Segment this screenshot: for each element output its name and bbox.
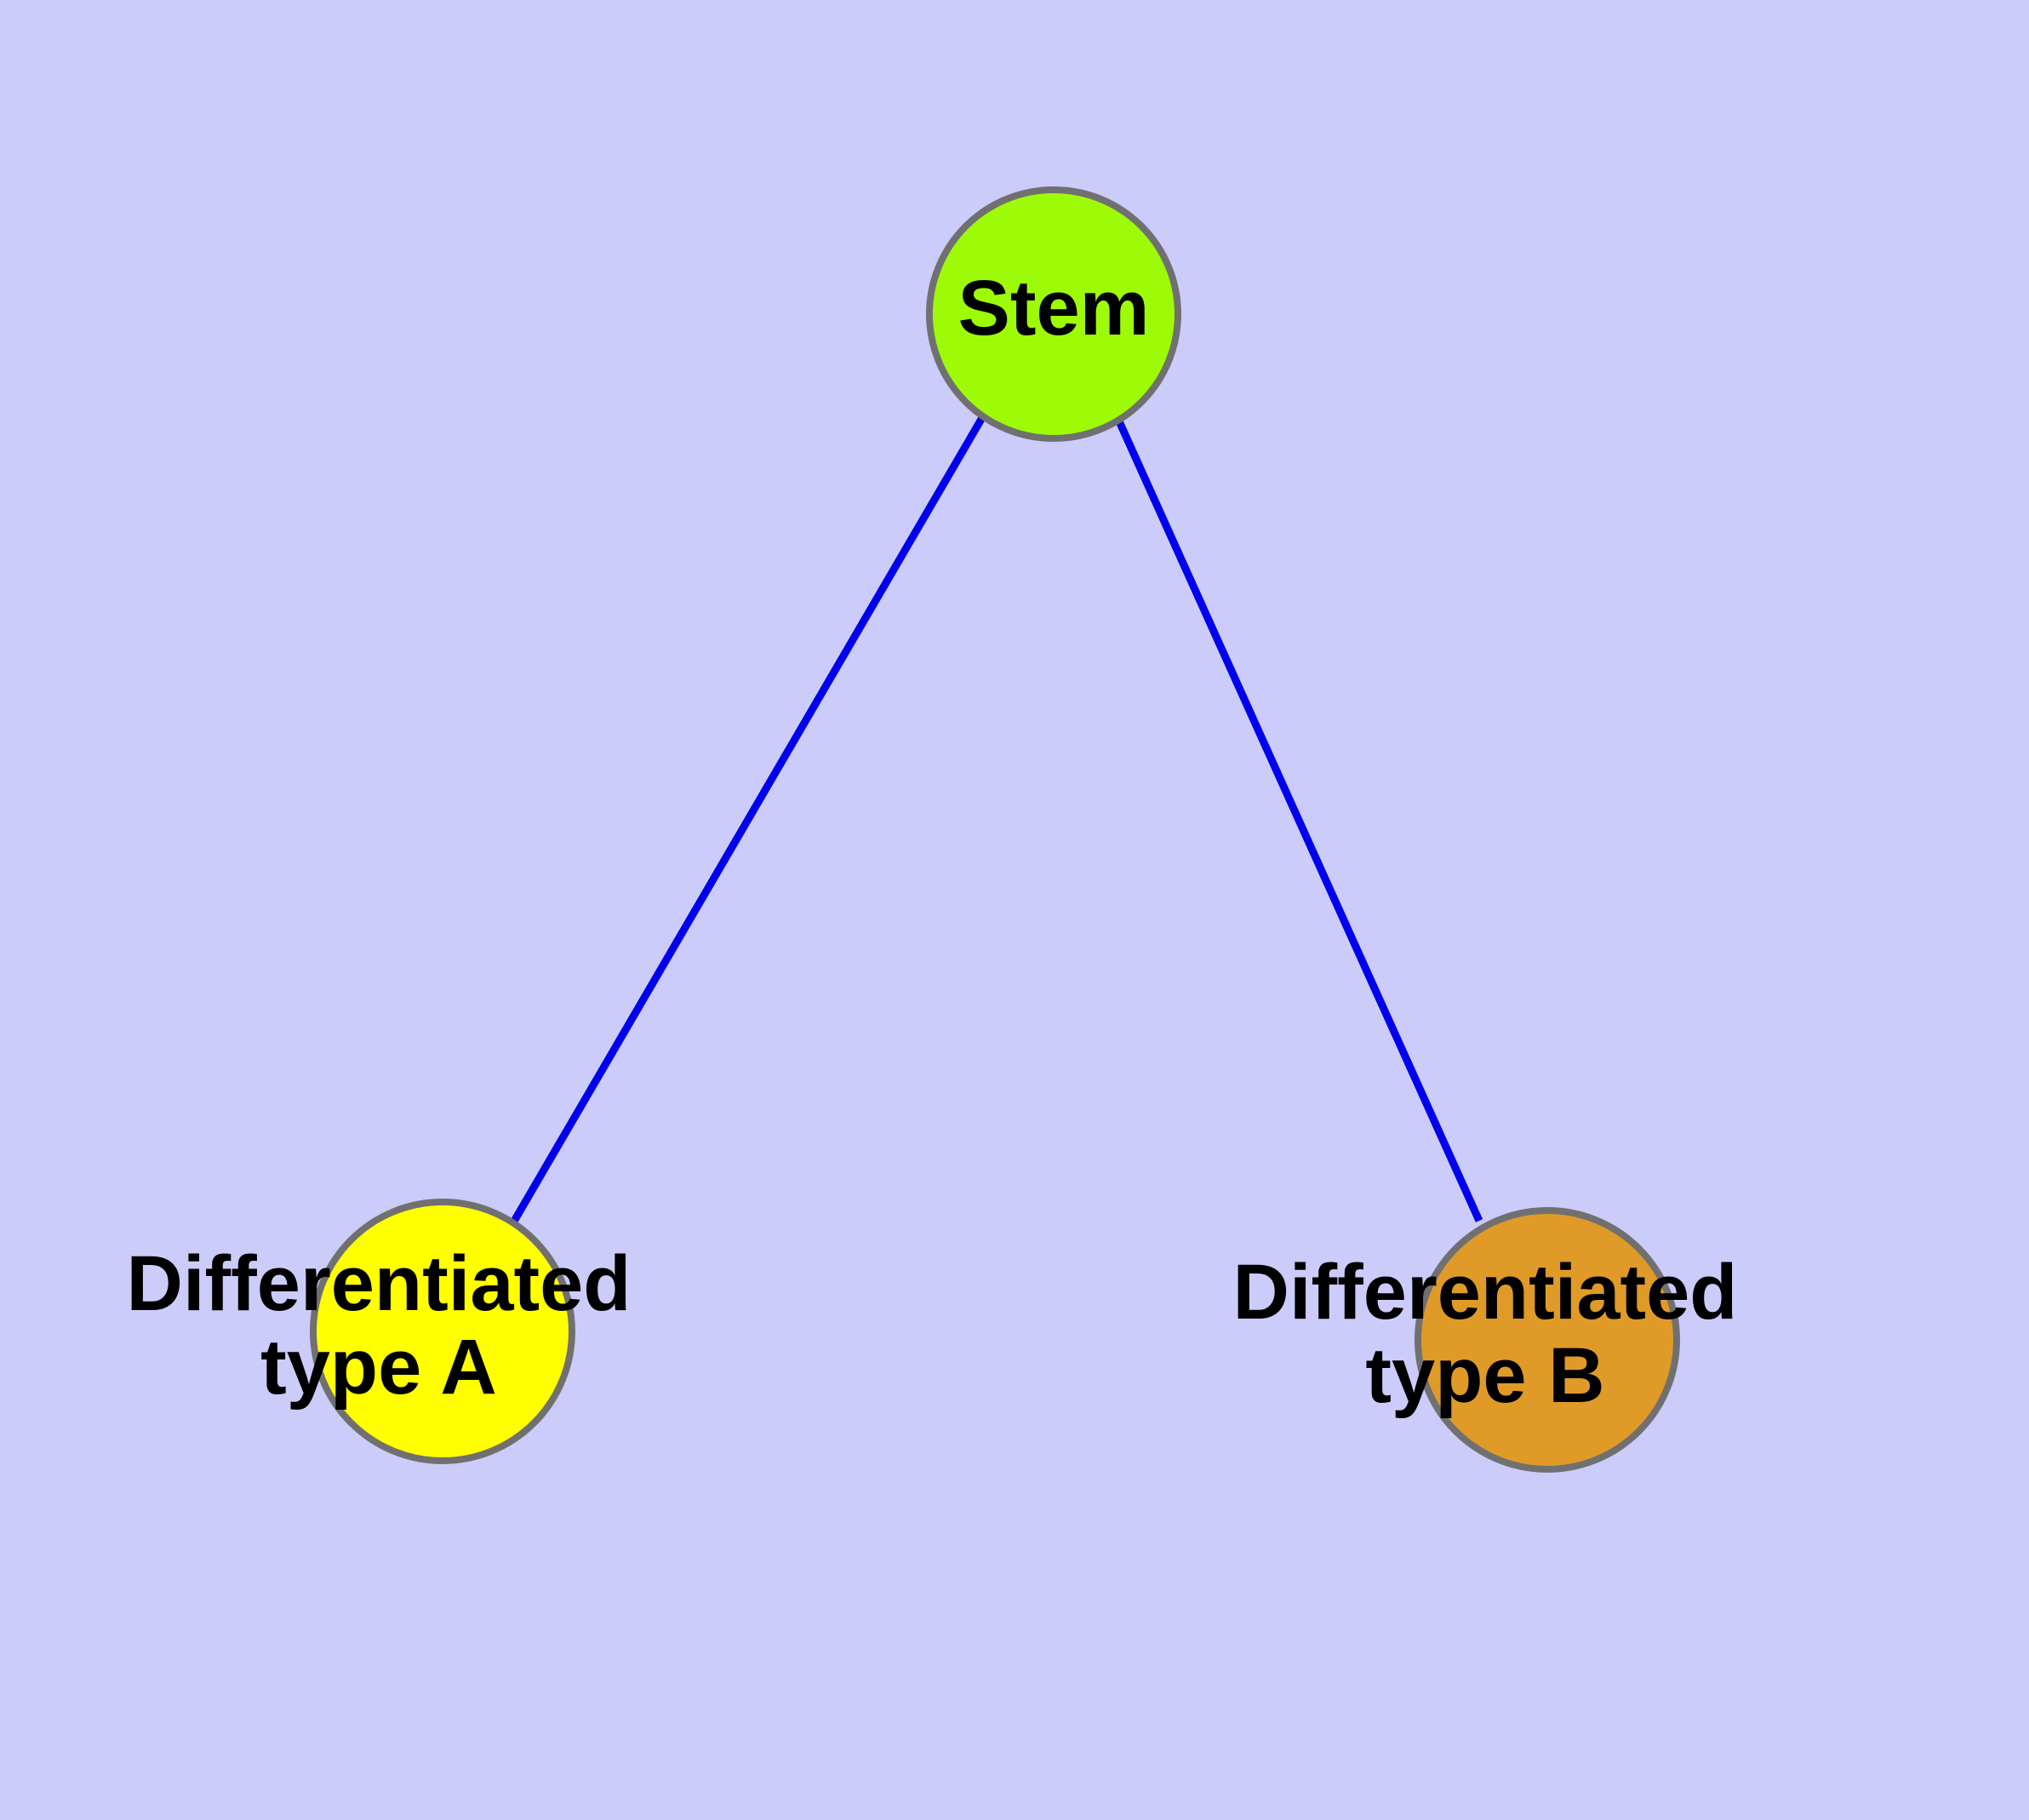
node-differentiated-type-b-circle[interactable] xyxy=(1415,1207,1680,1473)
edge-stem-to-diff-b[interactable] xyxy=(1115,420,1483,1222)
node-stem[interactable]: Stem xyxy=(926,186,1181,442)
node-stem-circle[interactable] xyxy=(926,186,1181,442)
node-differentiated-type-a-circle[interactable] xyxy=(310,1199,575,1464)
edge-stem-to-diff-a[interactable] xyxy=(509,414,986,1227)
edge-group xyxy=(509,414,1483,1227)
node-stem-label: Stem xyxy=(958,265,1150,352)
